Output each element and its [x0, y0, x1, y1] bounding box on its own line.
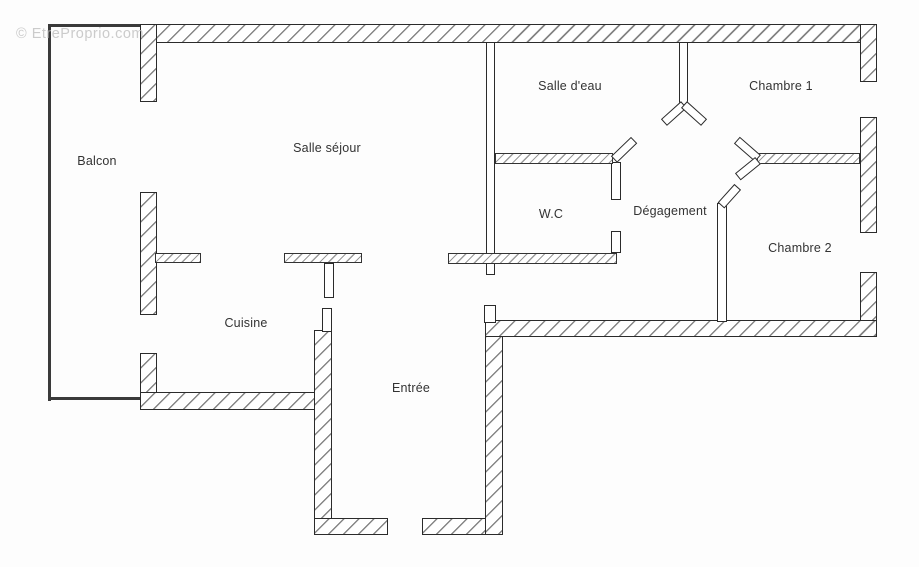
room-label-chambre-1: Chambre 1: [749, 79, 813, 93]
sejour-cuisine-t-wall: [284, 253, 362, 263]
door-leaf-chambre1-entry-right: [680, 101, 708, 126]
balcony-rail-bottom: [48, 397, 143, 400]
cuisine-entree-wall: [314, 330, 332, 535]
exterior-wall-top: [140, 24, 877, 43]
room-label-chambre-2: Chambre 2: [768, 241, 832, 255]
room-label-salle-deau: Salle d'eau: [538, 79, 602, 93]
salledeau-bottom-wall: [495, 153, 613, 164]
room-label-cuisine: Cuisine: [224, 316, 268, 330]
room-label-entree: Entrée: [391, 381, 431, 395]
facade-wall-left-upper: [140, 24, 157, 102]
room-label-balcon: Balcon: [77, 154, 117, 168]
entree-right-wall: [485, 322, 503, 535]
door-leaf-salledeau: [610, 136, 638, 163]
entree-wall-notch: [484, 305, 496, 323]
room-label-salle-sejour: Salle séjour: [293, 141, 361, 155]
chambre1-chambre2-wall: [757, 153, 860, 164]
hall-bottom-wall: [485, 320, 877, 337]
salledeau-door-jamb: [611, 162, 621, 200]
door-leaf-chambre1-down: [734, 157, 761, 181]
salledeau-chambre1-wall: [679, 42, 688, 105]
exterior-wall-right-upper: [860, 24, 877, 82]
sejour-hall-divider-wall: [486, 42, 495, 275]
sejour-cuisine-left-stub: [155, 253, 201, 263]
entree-bottom-wall-left: [314, 518, 388, 535]
room-label-wc: W.C: [538, 207, 564, 221]
degagement-chambre2-wall: [717, 203, 727, 322]
exterior-wall-right-middle: [860, 117, 877, 233]
cuisine-wall-notch: [322, 308, 332, 332]
balcony-rail-top: [48, 24, 143, 27]
wc-bottom-wall: [448, 253, 617, 264]
room-label-degagement: Dégagement: [633, 204, 707, 218]
watermark-text: © EtreProprio.com: [16, 26, 144, 42]
balcony-rail-left: [48, 24, 51, 401]
door-leaf-chambre2: [717, 183, 742, 209]
cuisine-bottom-wall: [140, 392, 332, 410]
sejour-cuisine-stub: [324, 263, 334, 298]
wc-door-jamb: [611, 231, 621, 253]
door-leaf-chambre1-up: [733, 136, 761, 162]
